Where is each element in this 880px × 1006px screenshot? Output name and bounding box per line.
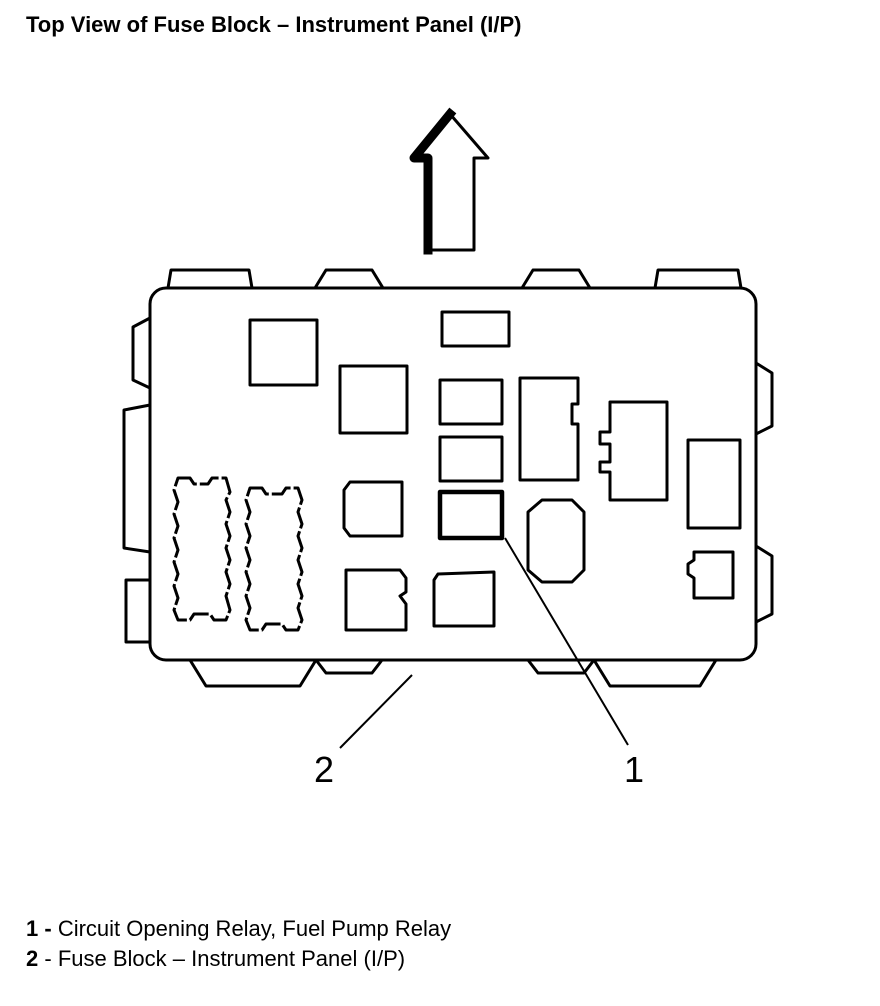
circuit-opening-relay-fuse	[437, 489, 505, 541]
top-tabs	[166, 268, 743, 289]
legend-text: Circuit Opening Relay, Fuel Pump Relay	[57, 916, 452, 941]
connector-lower-left	[344, 568, 408, 632]
right-tabs	[755, 361, 774, 624]
connector-lower-center	[432, 570, 496, 628]
legend-separator: -	[38, 946, 58, 971]
leader-line-1	[504, 537, 629, 746]
legend-number: 1	[26, 916, 39, 941]
connector-tall-left	[172, 476, 232, 622]
legend-separator: -	[38, 916, 58, 941]
legend-number: 2	[26, 946, 39, 971]
diagram-title: Top View of Fuse Block – Instrument Pane…	[26, 12, 522, 37]
relay-round	[526, 498, 586, 584]
legend: 1 - Circuit Opening Relay, Fuel Pump Rel…	[26, 914, 451, 974]
relay-notched-center	[518, 376, 580, 482]
fuse-slot-2	[438, 435, 504, 483]
connector-tall-center	[244, 486, 304, 632]
relay-square-center	[338, 364, 409, 435]
callout-2: 2	[314, 749, 334, 790]
bottom-tabs	[188, 659, 718, 688]
connector-small-right	[686, 550, 735, 600]
left-tabs	[122, 316, 151, 644]
leader-line-2	[339, 674, 413, 749]
legend-item-1: 1 - Circuit Opening Relay, Fuel Pump Rel…	[26, 914, 451, 944]
connector-center	[342, 480, 404, 538]
fuse-slot-1	[438, 378, 504, 426]
fuse-block-body	[148, 286, 758, 662]
legend-text: Fuse Block – Instrument Panel (I/P)	[57, 946, 406, 971]
orientation-arrow	[409, 107, 490, 255]
fuse-top	[440, 310, 511, 348]
relay-tall-right	[686, 438, 742, 530]
relay-square-top-left	[248, 318, 319, 387]
relay-notched-right	[598, 400, 669, 502]
legend-item-2: 2 - Fuse Block – Instrument Panel (I/P)	[26, 944, 451, 974]
callout-1: 1	[624, 749, 644, 790]
